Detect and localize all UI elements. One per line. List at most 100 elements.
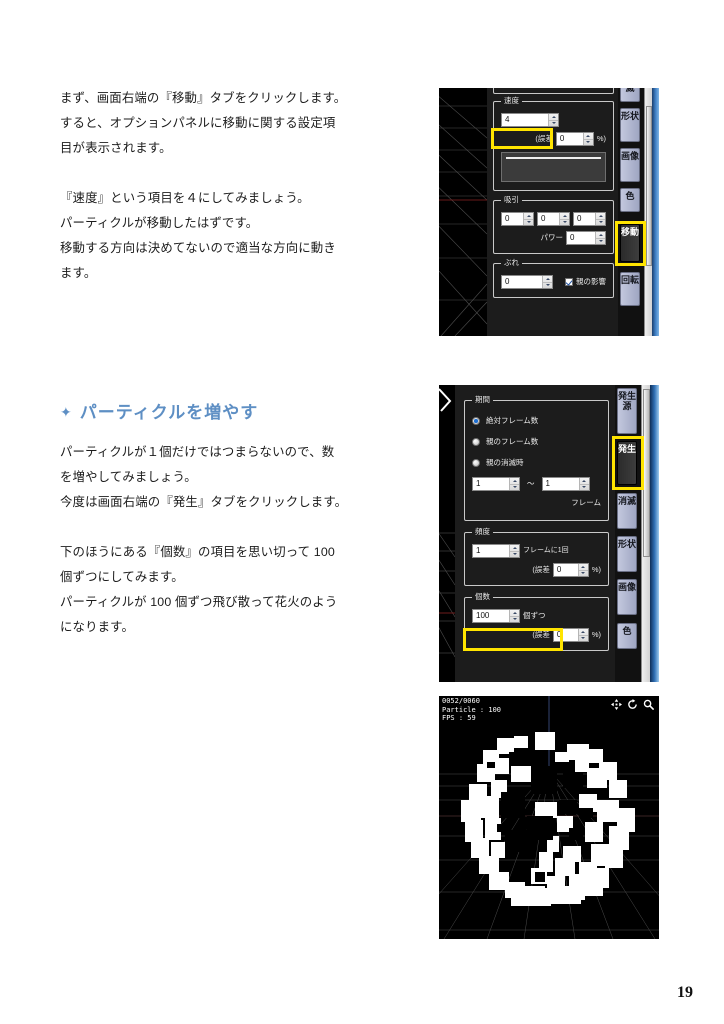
attract-x-value[interactable]: 0 xyxy=(502,213,523,225)
parent-influence-checkbox[interactable] xyxy=(565,278,573,286)
tab-vanish[interactable]: 消滅 xyxy=(617,493,637,529)
section-heading: ✦パーティクルを増やす xyxy=(60,398,380,423)
tab-label: 移動 xyxy=(621,227,640,237)
tab-label: 消滅 xyxy=(618,496,637,506)
duration-to-stepper-arrows[interactable] xyxy=(578,478,589,491)
tab-move[interactable]: 移動 xyxy=(620,224,640,262)
duration-option-row[interactable]: 絶対フレーム数 xyxy=(472,414,601,428)
count-error-value[interactable]: 0 xyxy=(553,629,578,641)
group-attract: 吸引 0 0 0 パワー xyxy=(493,195,614,254)
speed-value[interactable]: 4 xyxy=(502,114,548,126)
attract-y-spinner[interactable]: 0 xyxy=(537,212,570,226)
attract-power-row: パワー 0 xyxy=(501,231,606,245)
attract-y-stepper-arrows[interactable] xyxy=(559,213,569,225)
radio-parent-vanish[interactable] xyxy=(472,459,480,467)
panel-scrollbar-thumb[interactable] xyxy=(646,106,652,266)
attract-z-stepper-arrows[interactable] xyxy=(595,213,605,225)
panel-scrollbar[interactable] xyxy=(644,88,653,336)
tab-color[interactable]: 色 xyxy=(617,623,637,649)
speed-error-stepper-arrows[interactable] xyxy=(582,133,593,146)
attract-y-value[interactable]: 0 xyxy=(538,213,559,225)
stepper-down-icon[interactable] xyxy=(560,220,569,226)
shake-value[interactable]: 0 xyxy=(502,276,542,288)
viewport-tool-icons xyxy=(611,699,654,710)
shake-spinner[interactable]: 0 xyxy=(501,275,553,289)
stepper-down-icon[interactable] xyxy=(549,121,558,127)
stepper-down-icon[interactable] xyxy=(510,617,519,623)
tab-shape[interactable]: 形状 xyxy=(620,108,640,142)
attract-power-spinner[interactable]: 0 xyxy=(566,231,606,245)
attract-x-stepper-arrows[interactable] xyxy=(523,213,533,225)
paragraph-line: を増やしてみましょう。 xyxy=(60,470,197,484)
speed-error-value[interactable]: 0 xyxy=(556,133,583,145)
count-spinner[interactable]: 100 xyxy=(472,609,520,623)
frequency-unit-label: フレームに1回 xyxy=(523,547,569,554)
duration-to-value[interactable]: 1 xyxy=(542,478,579,490)
rotate-icon[interactable] xyxy=(627,699,638,710)
count-value[interactable]: 100 xyxy=(473,610,509,622)
stepper-down-icon[interactable] xyxy=(524,220,533,226)
attract-z-value[interactable]: 0 xyxy=(574,213,595,225)
stepper-down-icon[interactable] xyxy=(596,220,605,226)
count-error-label: (誤差 xyxy=(532,630,550,639)
tab-label: 発生 xyxy=(618,444,637,454)
count-error-stepper-arrows[interactable] xyxy=(577,629,588,642)
attract-power-stepper-arrows[interactable] xyxy=(595,232,605,244)
paragraph-line: すると、オプションパネルに移動に関する設定項 xyxy=(60,116,336,130)
duration-unit-row: フレーム xyxy=(472,496,601,510)
frequency-error-stepper-arrows[interactable] xyxy=(577,564,588,577)
stepper-down-icon[interactable] xyxy=(596,239,605,245)
tab-rotate[interactable]: 回転 xyxy=(620,272,640,306)
speed-curve-preview[interactable] xyxy=(501,152,606,182)
frequency-error-row: (誤差 0 %) xyxy=(472,563,601,577)
attract-x-spinner[interactable]: 0 xyxy=(501,212,534,226)
tab-shape[interactable]: 形状 xyxy=(617,536,637,572)
group-shake-title: ぶれ xyxy=(501,258,522,268)
speed-error-row: (誤差 0 %) xyxy=(501,132,606,146)
tab-emit[interactable]: 発生 xyxy=(617,441,637,485)
paragraph-line: 個ずつにしてみます。 xyxy=(60,570,184,584)
frequency-spinner[interactable]: 1 xyxy=(472,544,520,558)
count-error-spinner[interactable]: 0 xyxy=(552,628,589,642)
stepper-down-icon[interactable] xyxy=(510,485,519,491)
speed-spinner[interactable]: 4 xyxy=(501,113,559,127)
pan-icon[interactable] xyxy=(611,699,622,710)
figure-emit-panel-screenshot: 期間 絶対フレーム数 親のフレーム数 親の消滅時 1 xyxy=(439,385,659,682)
zoom-icon[interactable] xyxy=(643,699,654,710)
count-stepper-arrows[interactable] xyxy=(509,610,519,622)
shake-stepper-arrows[interactable] xyxy=(542,276,552,288)
duration-to-spinner[interactable]: 1 xyxy=(541,477,590,491)
duration-option-row[interactable]: 親のフレーム数 xyxy=(472,435,601,449)
tab-image[interactable]: 画像 xyxy=(617,579,637,615)
tab-emitter-source[interactable]: 発生源 xyxy=(617,388,637,434)
tab-vanish[interactable]: 滅 xyxy=(620,88,640,102)
stepper-down-icon[interactable] xyxy=(580,485,589,491)
tab-color[interactable]: 色 xyxy=(620,188,640,212)
speed-error-spinner[interactable]: 0 xyxy=(555,132,594,146)
attract-power-value[interactable]: 0 xyxy=(567,232,595,244)
paragraph-line: 下のほうにある『個数』の項目を思い切って 100 xyxy=(60,545,335,559)
stepper-down-icon[interactable] xyxy=(543,283,552,289)
radio-parent-frames[interactable] xyxy=(472,438,480,446)
tab-image[interactable]: 画像 xyxy=(620,148,640,182)
panel-scrollbar-thumb[interactable] xyxy=(643,389,650,557)
attract-z-spinner[interactable]: 0 xyxy=(573,212,606,226)
duration-from-stepper-arrows[interactable] xyxy=(509,478,519,490)
frequency-stepper-arrows[interactable] xyxy=(509,545,519,557)
stepper-down-icon[interactable] xyxy=(510,552,519,558)
speed-stepper-arrows[interactable] xyxy=(548,114,558,126)
stepper-down-icon[interactable] xyxy=(579,571,588,577)
paragraph-line: パーティクルが移動したはずです。 xyxy=(60,216,259,230)
duration-from-value[interactable]: 1 xyxy=(473,478,509,490)
frequency-error-value[interactable]: 0 xyxy=(553,564,578,576)
duration-from-spinner[interactable]: 1 xyxy=(472,477,520,491)
frequency-value[interactable]: 1 xyxy=(473,545,509,557)
radio-absolute-frames[interactable] xyxy=(472,417,480,425)
particle-viewport[interactable]: 0052/0060 Particle : 100 FPS : 59 xyxy=(439,696,659,939)
stepper-down-icon[interactable] xyxy=(579,636,588,642)
attract-power-label: パワー xyxy=(540,233,564,242)
frequency-error-spinner[interactable]: 0 xyxy=(552,563,589,577)
paragraph-line: パーティクルが１個だけではつまらないので、数 xyxy=(60,445,335,459)
duration-option-row[interactable]: 親の消滅時 xyxy=(472,456,601,470)
stepper-down-icon[interactable] xyxy=(584,140,593,146)
